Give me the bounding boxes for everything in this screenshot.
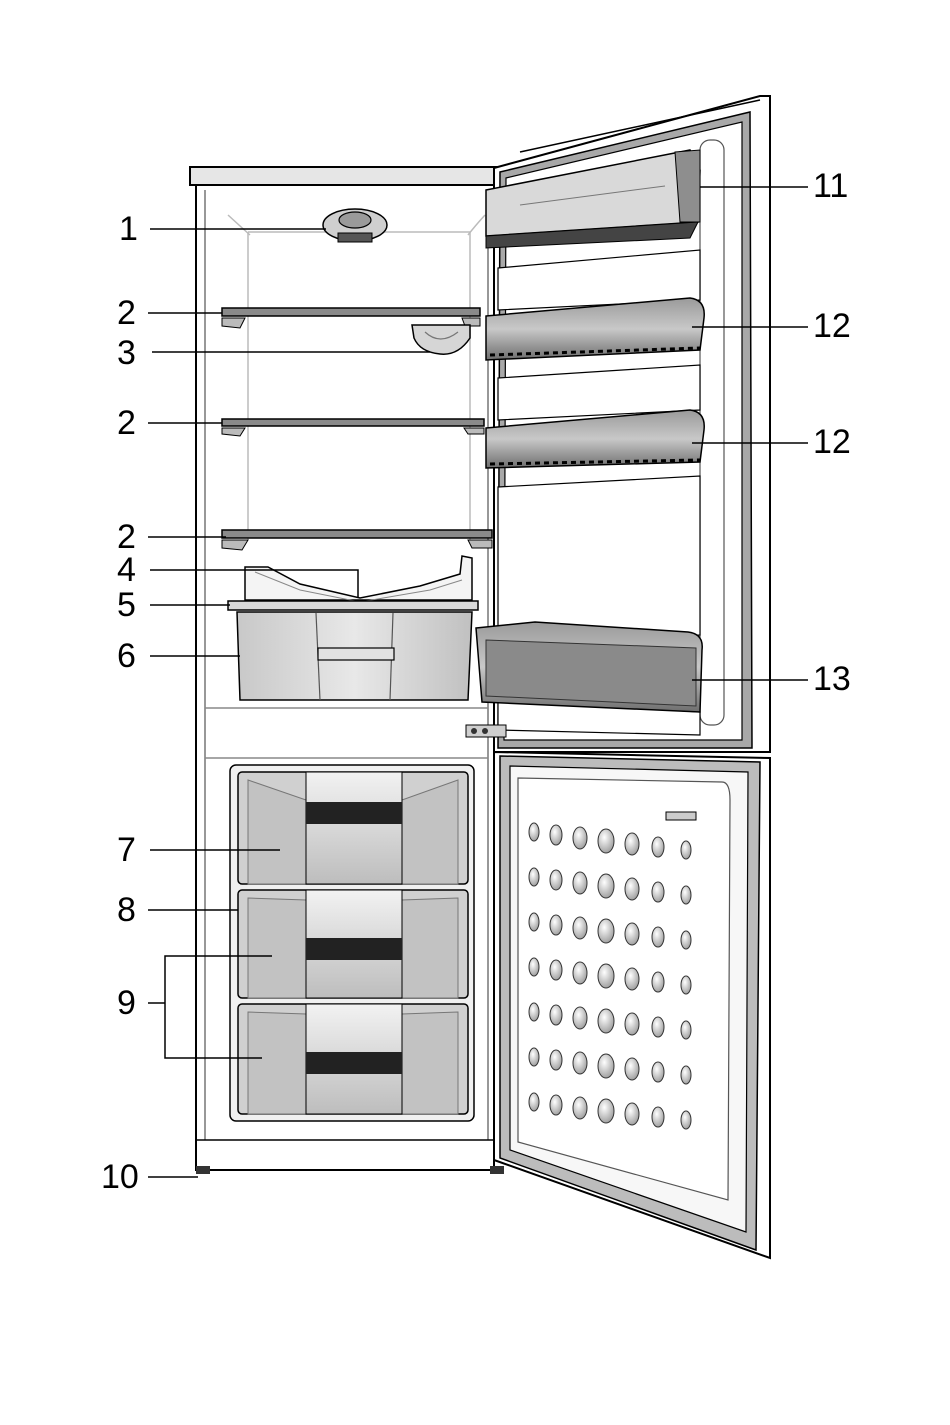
callout-5: 5: [117, 588, 136, 622]
freezer-drawer-3: [238, 1004, 468, 1114]
crisper-frame: [228, 601, 478, 610]
door-dimple: [573, 962, 587, 984]
door-dimple: [550, 915, 562, 935]
callout-8: 8: [117, 893, 136, 927]
door-dimple: [529, 958, 539, 976]
door-dimple: [573, 1052, 587, 1074]
door-dimple: [625, 968, 639, 990]
door-dimple: [681, 1021, 691, 1039]
door-dimple: [529, 1093, 539, 1111]
door-dimple: [652, 927, 664, 947]
callout-4: 4: [117, 553, 136, 587]
crisper-drawer: [237, 612, 472, 700]
door-dimple: [598, 964, 614, 988]
callout-2-shelf-1: 2: [117, 296, 136, 330]
door-dimple: [652, 1017, 664, 1037]
door-dimple: [625, 878, 639, 900]
door-dimple: [652, 972, 664, 992]
door-dimple: [550, 1005, 562, 1025]
callout-9: 9: [117, 986, 136, 1020]
bottle-bin: [476, 622, 702, 712]
door-dimple: [598, 1099, 614, 1123]
cabinet-top: [190, 167, 500, 185]
door-dimple: [573, 827, 587, 849]
door-dimple: [529, 1048, 539, 1066]
door-dimple: [652, 837, 664, 857]
door-dimple: [625, 923, 639, 945]
callout-2-shelf-3: 2: [117, 520, 136, 554]
door-dimple: [625, 1058, 639, 1080]
door-dimple: [652, 1107, 664, 1127]
freezer-drawer-1: [238, 772, 468, 884]
door-dimple: [681, 841, 691, 859]
door-dimple: [598, 919, 614, 943]
callout-3: 3: [117, 336, 136, 370]
fridge-door: [466, 96, 770, 752]
cabinet: [190, 167, 504, 1174]
callout-10: 10: [101, 1160, 139, 1194]
door-dimple: [550, 870, 562, 890]
door-dimple: [681, 931, 691, 949]
door-dimple: [598, 829, 614, 853]
door-dimple: [529, 913, 539, 931]
freezer-drawer-2: [238, 890, 468, 998]
door-dimple: [550, 1095, 562, 1115]
door-dimple: [625, 833, 639, 855]
callout-1: 1: [119, 212, 138, 246]
callout-12-bin-1: 12: [813, 309, 851, 343]
foot-right: [490, 1166, 504, 1174]
callout-7: 7: [117, 833, 136, 867]
callout-11: 11: [813, 169, 848, 203]
foot-left: [196, 1166, 210, 1174]
door-dimple: [652, 1062, 664, 1082]
callout-12-bin-2: 12: [813, 425, 851, 459]
door-dimple: [550, 1050, 562, 1070]
door-dimple: [598, 1054, 614, 1078]
door-dimple: [681, 1066, 691, 1084]
door-dimple: [625, 1103, 639, 1125]
callout-2-shelf-2: 2: [117, 406, 136, 440]
door-dimple: [681, 976, 691, 994]
door-dimple: [598, 874, 614, 898]
door-dimple: [529, 868, 539, 886]
door-dimple: [573, 1007, 587, 1029]
thermostat-light: [323, 209, 387, 242]
door-dimple: [652, 882, 664, 902]
door-dimple: [550, 960, 562, 980]
door-dimple: [598, 1009, 614, 1033]
door-dimple: [625, 1013, 639, 1035]
door-dimple: [681, 1111, 691, 1129]
door-dimple: [529, 823, 539, 841]
door-dimple: [681, 886, 691, 904]
door-dimple: [573, 1097, 587, 1119]
door-dimple: [573, 917, 587, 939]
freezer-door: [494, 752, 770, 1258]
door-dimple: [550, 825, 562, 845]
door-dimple: [529, 1003, 539, 1021]
callout-6: 6: [117, 639, 136, 673]
door-dimple: [573, 872, 587, 894]
callout-13: 13: [813, 662, 851, 696]
